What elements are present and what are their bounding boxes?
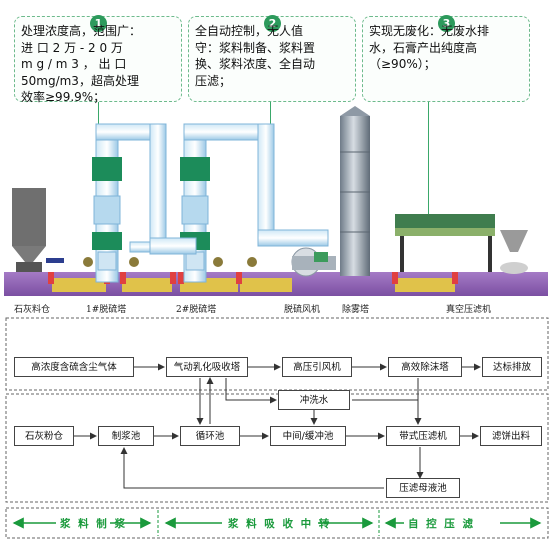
lime-silo [12,188,64,272]
process-illustration [4,106,548,296]
callout-number-3: 3 [438,15,455,32]
label-fan: 脱硫风机 [284,305,321,315]
box-belt-filter: 带式压滤机 [386,426,460,446]
mist-tower [340,106,370,276]
callout-number-1: 1 [90,15,107,32]
stage-absorption-transfer: 浆 料 吸 收 中 转 [228,518,332,530]
label-lime-bin: 石灰料仓 [14,305,51,315]
callout-1: 1 处理浓度高，范围广： 进 口 2 万 - 2 0 万 m g / m 3 ，… [14,15,182,104]
tank-2 [122,278,172,292]
box-circulation-pool: 循环池 [180,426,240,446]
tank-4 [240,278,292,292]
stage-auto-filter: 自 控 压 滤 [408,518,475,530]
label-tower-2: 2#脱硫塔 [176,305,217,315]
callout-2: 2 全自动控制，无人值 守：浆料制备、浆料置 换、浆料浓度、全自动 压滤； [188,15,356,102]
callout-number-2: 2 [264,15,281,32]
tower-1 [92,131,122,283]
duct-system [95,123,329,255]
callout-text-2: 全自动控制，无人值 守：浆料制备、浆料置 换、浆料浓度、全自动 压滤； [195,24,316,88]
tank-1 [52,278,106,292]
box-mist-tower: 高效除沫塔 [388,357,462,377]
box-cake-output: 滤饼出料 [480,426,542,446]
box-induced-fan: 高压引风机 [282,357,352,377]
desulfurization-fan [291,247,336,277]
callout-text-1: 处理浓度高，范围广： 进 口 2 万 - 2 0 万 m g / m 3 ， 出… [21,24,142,104]
box-discharge: 达标排放 [482,357,542,377]
box-high-conc-gas: 高浓度含硫含尘气体 [14,357,134,377]
box-absorber: 气动乳化吸收塔 [166,357,248,377]
vacuum-filter [395,214,528,274]
callout-3: 3 实现无废化：无废水排 水，石膏产出纯度高 （≥90%）； [362,15,530,102]
box-buffer-pool: 中间/缓冲池 [270,426,346,446]
label-filter: 真空压滤机 [446,305,492,315]
box-flush-water: 冲洗水 [278,390,350,410]
callout-text-3: 实现无废化：无废水排 水，石膏产出纯度高 （≥90%）； [369,24,490,71]
box-slurry-pool: 制浆池 [98,426,154,446]
tower-2 [180,131,210,283]
callout-3-connector [428,102,429,214]
tank-5 [395,278,455,292]
flow-connectors [5,317,549,539]
label-tower-1: 1#脱硫塔 [86,305,127,315]
box-filtrate-pool: 压滤母液池 [386,478,460,498]
box-lime-bin: 石灰粉仓 [14,426,74,446]
stage-slurry-prep: 浆 料 制 浆 [60,518,127,530]
label-mist-tower: 除雾塔 [342,305,370,315]
